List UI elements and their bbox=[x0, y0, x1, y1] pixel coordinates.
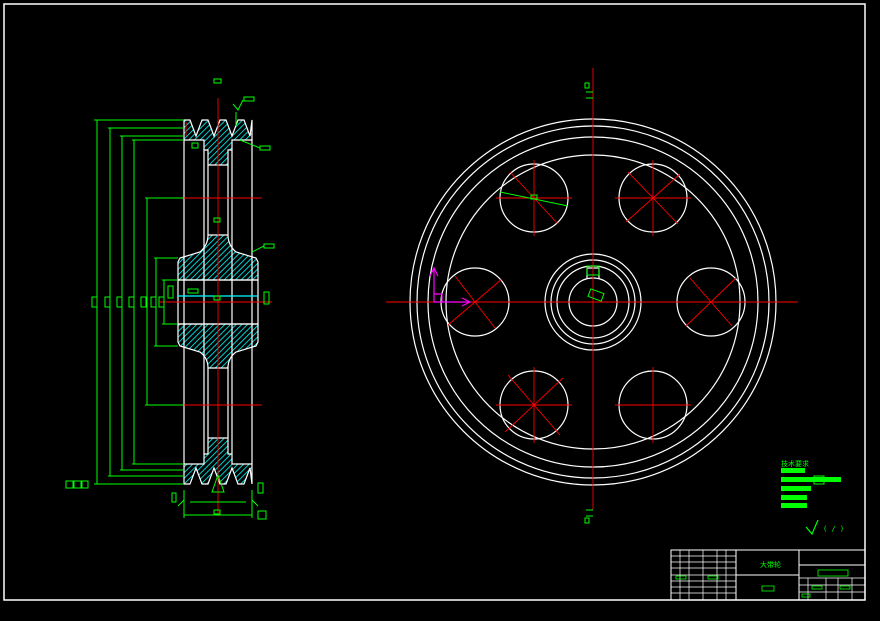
roughness-note: ( / ) bbox=[823, 525, 844, 533]
drawing-frame bbox=[3, 3, 866, 601]
ucs-icon bbox=[429, 266, 472, 307]
tech-requirements-title: 技术要求 bbox=[781, 459, 809, 468]
front-annotations bbox=[499, 82, 605, 524]
roughness-check-icon bbox=[805, 519, 819, 536]
tech-requirements: 技术要求 ( / ) bbox=[781, 459, 844, 536]
section-dimensions bbox=[65, 78, 275, 520]
title-block-name: 大带轮 bbox=[760, 560, 781, 569]
title-block bbox=[670, 549, 866, 601]
